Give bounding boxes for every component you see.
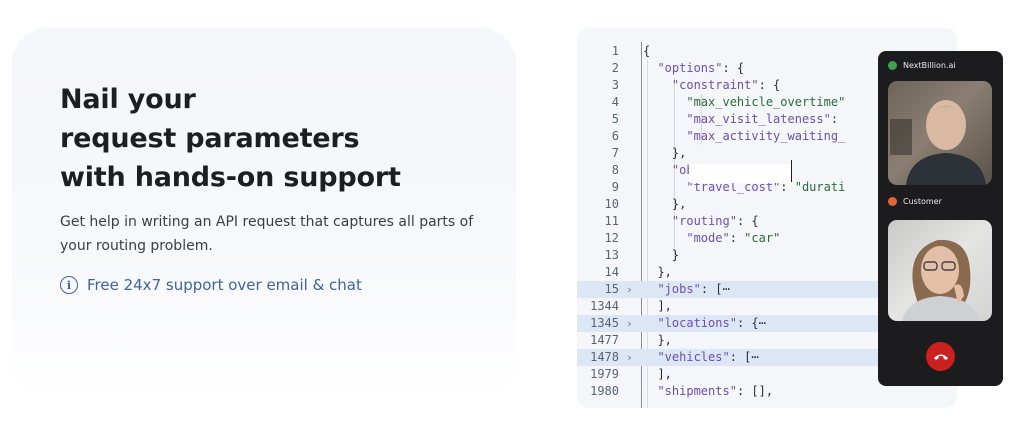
- code-text: "routing": {: [671, 214, 759, 228]
- participant-label-host: NextBillion.ai: [888, 61, 956, 70]
- end-call-button[interactable]: [926, 342, 955, 371]
- code-line[interactable]: 3 "constraint": {: [577, 77, 957, 94]
- code-text: ],: [643, 299, 672, 313]
- code-text: "constraint": {: [671, 78, 781, 92]
- headline-line: with hands-on support: [60, 162, 401, 193]
- headline-line: Nail your: [60, 84, 196, 115]
- person-silhouette-icon: [890, 100, 986, 185]
- code-text: "vehicles": [⋯: [657, 350, 759, 364]
- indent-guide: [647, 60, 648, 408]
- line-number: 1980: [590, 384, 619, 398]
- hero-card: [12, 28, 516, 398]
- line-number: 5: [611, 112, 619, 126]
- indent-guide: [701, 94, 702, 145]
- headline-line: request parameters: [60, 123, 360, 154]
- code-text: ],: [643, 367, 672, 381]
- code-text: "mode": "car": [686, 231, 781, 245]
- line-number: 7: [611, 146, 619, 160]
- video-tile-host: [888, 81, 992, 185]
- code-line-folded[interactable]: 15 › "jobs": [⋯: [577, 281, 957, 298]
- chevron-right-icon[interactable]: ›: [626, 351, 633, 364]
- code-line[interactable]: 5 "max_visit_lateness":: [577, 111, 957, 128]
- code-line[interactable]: 14 },: [577, 264, 957, 281]
- code-line[interactable]: 2 "options": {: [577, 60, 957, 77]
- line-number: 12: [604, 231, 619, 245]
- code-text: },: [643, 265, 672, 279]
- participant-name: Customer: [903, 197, 942, 206]
- code-text: "max_visit_lateness":: [686, 112, 839, 126]
- line-number: 1477: [590, 333, 619, 347]
- code-line[interactable]: 13 }: [577, 247, 957, 264]
- code-text: "options": {: [657, 61, 745, 75]
- code-line-folded[interactable]: 1478 › "vehicles": [⋯: [577, 349, 957, 366]
- line-number: 14: [604, 265, 619, 279]
- code-text: }: [643, 248, 680, 262]
- code-text: "jobs": [⋯: [657, 282, 730, 296]
- line-number: 11: [604, 214, 619, 228]
- video-tile-customer: [888, 220, 992, 321]
- code-text: "locations": {⋯: [657, 316, 766, 330]
- code-line[interactable]: 1979 ],: [577, 366, 957, 383]
- code-text: },: [643, 333, 672, 347]
- line-number: 15: [604, 282, 619, 296]
- code-text: "max_activity_waiting_: [686, 129, 846, 143]
- line-number: 1344: [590, 299, 619, 313]
- line-number: 6: [611, 129, 619, 143]
- gutter-divider: [641, 42, 642, 408]
- code-line[interactable]: 9 "travel_cost": "durati: [577, 179, 957, 196]
- code-line[interactable]: 1980 "shipments": [],: [577, 383, 957, 400]
- phone-hangup-icon: [933, 354, 948, 360]
- hero-description: Get help in writing an API request that …: [60, 214, 474, 254]
- line-number: 1: [611, 44, 619, 58]
- code-line[interactable]: 1{: [577, 43, 957, 60]
- code-text: "max_vehicle_overtime": [686, 95, 846, 109]
- code-line[interactable]: 7 },: [577, 145, 957, 162]
- video-call-panel: NextBillion.ai Customer: [878, 51, 1003, 386]
- line-number: 10: [604, 197, 619, 211]
- line-number: 3: [611, 78, 619, 92]
- code-text: },: [643, 146, 687, 160]
- participant-name: NextBillion.ai: [903, 61, 956, 70]
- support-text: Free 24x7 support over email & chat: [87, 276, 362, 294]
- line-number: 8: [611, 163, 619, 177]
- text-cursor: [791, 160, 792, 182]
- line-number: 1979: [590, 367, 619, 381]
- chevron-right-icon[interactable]: ›: [626, 283, 633, 296]
- code-text: {: [643, 44, 651, 58]
- chevron-right-icon[interactable]: ›: [626, 317, 633, 330]
- person-silhouette-icon: [902, 239, 980, 321]
- line-number: 13: [604, 248, 619, 262]
- line-number: 2: [611, 61, 619, 75]
- support-note: i Free 24x7 support over email & chat: [60, 276, 362, 294]
- status-dot: [888, 197, 897, 206]
- line-number: 1345: [590, 316, 619, 330]
- line-number: 4: [611, 95, 619, 109]
- code-line[interactable]: 12 "mode": "car": [577, 230, 957, 247]
- code-text: "shipments": [],: [657, 384, 774, 398]
- indent-guide: [674, 77, 675, 263]
- page-title: Nail your request parameters with hands-…: [60, 80, 401, 197]
- code-text: "travel_cost": "durati: [686, 180, 846, 194]
- code-line[interactable]: 10 },: [577, 196, 957, 213]
- status-dot: [888, 61, 897, 70]
- participant-label-customer: Customer: [888, 197, 942, 206]
- code-line[interactable]: 11 "routing": {: [577, 213, 957, 230]
- line-number: 9: [611, 180, 619, 194]
- info-icon: i: [60, 276, 78, 294]
- line-number: 1478: [590, 350, 619, 364]
- code-line[interactable]: 1344 ],: [577, 298, 957, 315]
- code-line[interactable]: 4 "max_vehicle_overtime": [577, 94, 957, 111]
- code-line[interactable]: 6 "max_activity_waiting_: [577, 128, 957, 145]
- code-line-folded[interactable]: 1345 › "locations": {⋯: [577, 315, 957, 332]
- code-line[interactable]: 1477 },: [577, 332, 957, 349]
- highlighted-token: [689, 164, 791, 183]
- code-text: },: [643, 197, 687, 211]
